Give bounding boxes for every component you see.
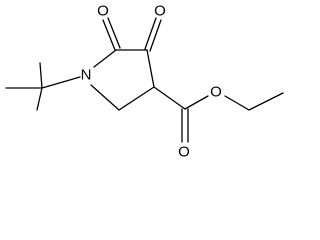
bond-c5-o-a [102, 19, 116, 51]
atom-label-oxygen-ester-ether: O [210, 84, 222, 101]
bond-tbutyl-methyl-up [39, 62, 43, 89]
pyrrolidine-ring [90, 49, 155, 111]
atom-label-nitrogen: N [81, 67, 92, 84]
bond-c5-o-b [107, 17, 121, 49]
carbonyl-c5 [102, 17, 121, 51]
bond-o-ethyl-ch2 [224, 95, 250, 111]
carbonyl-c4 [144, 17, 162, 52]
bond-c3-c2 [118, 86, 155, 111]
bond-c2-n [90, 84, 120, 111]
bond-ethyl-ch2-ch3 [248, 92, 284, 111]
chemical-structure-diagram: N O O O O [5, 3, 284, 161]
bond-n-c5 [93, 49, 117, 68]
bond-tbutyl-to-nitrogen [41, 76, 81, 89]
atom-label-oxygen-c5: O [97, 3, 109, 20]
atom-label-oxygen-ester-carbonyl: O [178, 144, 190, 161]
bond-c4-o-a [144, 17, 157, 50]
bond-c4-o-b [149, 19, 162, 52]
ethyl-ester-group [153, 86, 284, 143]
atom-label-oxygen-c4: O [154, 3, 166, 20]
bond-ester-carbon-o-ether [184, 95, 209, 110]
bond-c3-ester-carbon [153, 86, 186, 110]
bond-tbutyl-methyl-down [36, 87, 43, 111]
bond-c4-c3 [146, 49, 155, 88]
tert-butyl-group [5, 62, 81, 111]
